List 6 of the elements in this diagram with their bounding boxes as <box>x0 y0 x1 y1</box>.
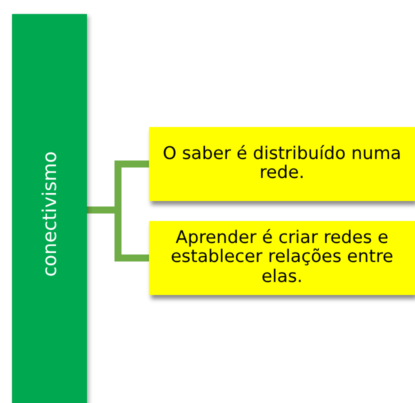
statement-box <box>149 221 415 295</box>
statement-text: O saber é distribuído numa rede. <box>162 144 402 184</box>
category-bar <box>12 14 87 403</box>
statement-box <box>149 127 415 201</box>
statement-text: Aprender é criar redes e establecer relações entre elas. <box>170 229 394 287</box>
category-label: conectivismo <box>38 151 60 277</box>
